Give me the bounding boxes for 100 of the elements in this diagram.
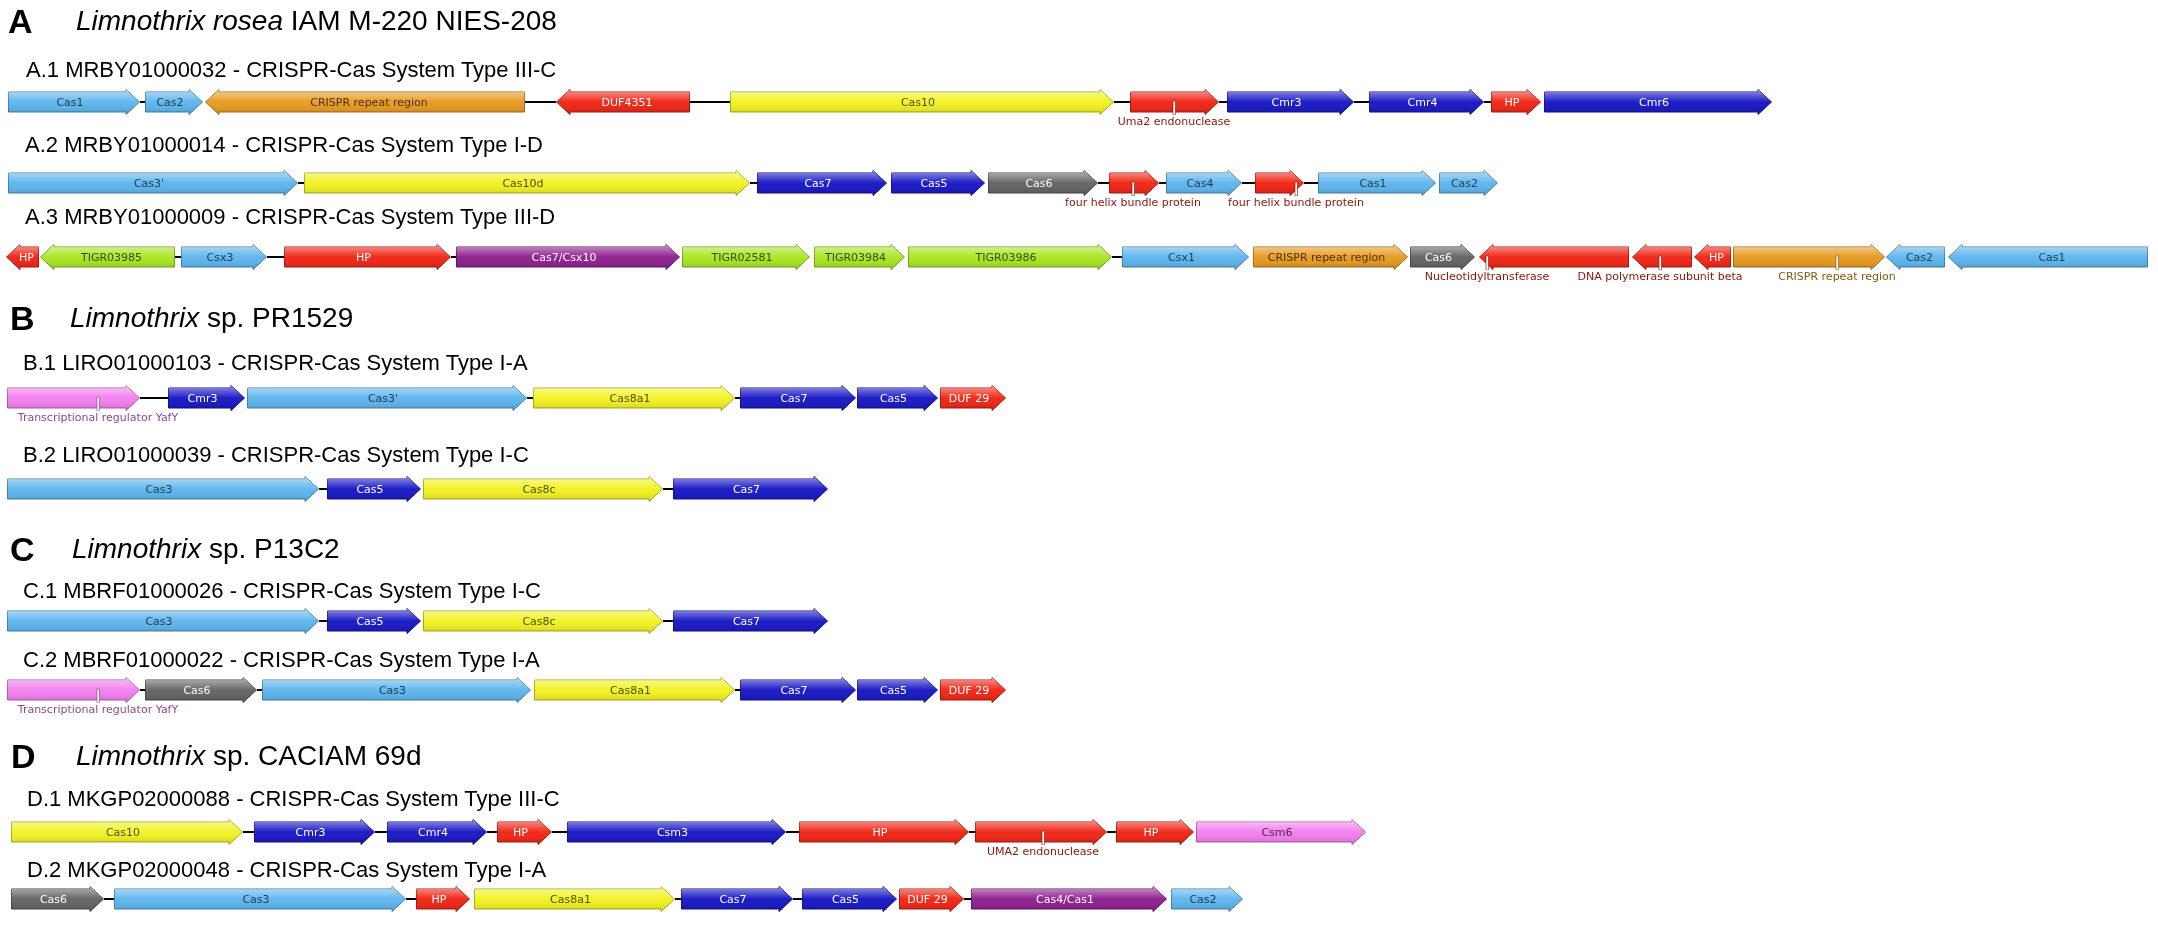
connector-line: [1113, 101, 1131, 103]
connector-line: [1303, 182, 1319, 184]
connector-line: [526, 397, 534, 399]
gene-feature: CRISPR repeat region: [1253, 244, 1408, 270]
connector-line: [103, 898, 115, 900]
gene-feature: HP: [284, 244, 451, 270]
gene-feature: [975, 819, 1107, 845]
gene-feature: [1109, 170, 1159, 196]
gene-annotation-label: four helix bundle protein: [1065, 196, 1201, 209]
gene-feature: HP: [6, 244, 39, 270]
connector-line: [297, 182, 305, 184]
gene-feature: Cas7: [673, 476, 828, 502]
gene-feature: Cmr4: [1369, 89, 1484, 115]
gene-feature: TIGR03985: [40, 244, 175, 270]
gene-feature: Cas7: [740, 385, 856, 411]
gene-feature: Cmr6: [1544, 89, 1772, 115]
connector-line: [318, 488, 328, 490]
panel-letter: D: [11, 737, 36, 775]
gene-feature: Cas2: [1886, 244, 1945, 270]
panel-letter: A: [8, 2, 33, 40]
gene-feature: [1632, 244, 1692, 270]
gene-feature: Cas10d: [304, 170, 750, 196]
gene-feature: DUF4351: [556, 89, 690, 115]
gene-feature: Cas7: [757, 170, 887, 196]
locus-title: A.1 MRBY01000032 - CRISPR-Cas System Type III-C: [26, 57, 557, 83]
connector-line: [551, 831, 568, 833]
gene-feature: HP: [1694, 244, 1731, 270]
gene-feature: Cas5: [802, 886, 897, 912]
gene-feature: DUF 29: [899, 886, 964, 912]
gene-feature: Csx1: [1122, 244, 1249, 270]
gene-feature: Cas10: [730, 89, 1114, 115]
gene-feature: Cas3': [247, 385, 527, 411]
gene-annotation-label: Uma2 endonuclease: [1117, 115, 1231, 128]
locus-title: A.2 MRBY01000014 - CRISPR-Cas System Type I-D: [25, 132, 543, 158]
gene-feature: HP: [799, 819, 969, 845]
gene-feature: TIGR03984: [814, 244, 905, 270]
connector-line: [1097, 182, 1110, 184]
connector-line: [674, 898, 682, 900]
connector-line: [405, 898, 417, 900]
gene-feature: [1255, 170, 1304, 196]
connector-line: [1218, 101, 1228, 103]
gene-feature: DUF 29: [940, 677, 1006, 703]
connector-line: [242, 831, 255, 833]
gene-feature: Cas8c: [423, 608, 663, 634]
gene-feature: TIGR03986: [908, 244, 1112, 270]
connector-line: [486, 831, 498, 833]
connector-line: [139, 101, 146, 103]
panel-letter: B: [10, 299, 35, 337]
gene-annotation-label: four helix bundle protein: [1228, 196, 1364, 209]
gene-feature: Cas7: [740, 677, 856, 703]
locus-title: B.1 LIRO01000103 - CRISPR-Cas System Type I-A: [23, 350, 528, 376]
gene-feature: [1479, 244, 1629, 270]
gene-feature: HP: [1491, 89, 1541, 115]
gene-feature: Cas3': [8, 170, 298, 196]
gene-feature: DUF 29: [940, 385, 1006, 411]
locus-title: C.1 MBRF01000026 - CRISPR-Cas System Type I-C: [23, 578, 541, 604]
gene-feature: Cmr3: [254, 819, 375, 845]
locus-title: D.1 MKGP02000088 - CRISPR-Cas System Type III-C: [27, 786, 560, 812]
gene-feature: Cas3: [262, 677, 531, 703]
locus-title: B.2 LIRO01000039 - CRISPR-Cas System Type I-C: [23, 442, 529, 468]
connector-line: [662, 620, 674, 622]
connector-line: [139, 689, 146, 691]
locus-title: C.2 MBRF01000022 - CRISPR-Cas System Type I-A: [23, 647, 540, 673]
species-heading: Limnothrix rosea IAM M-220 NIES-208: [76, 5, 557, 37]
gene-feature: Cas5: [891, 170, 985, 196]
gene-feature: TIGR02581: [682, 244, 810, 270]
species-heading: Limnothrix sp. PR1529: [70, 302, 354, 334]
gene-feature: HP: [416, 886, 470, 912]
panel-letter: C: [10, 530, 35, 568]
gene-annotation-label: UMA2 endonuclease: [986, 845, 1100, 858]
gene-feature: Cas8a1: [534, 677, 735, 703]
connector-line: [256, 689, 263, 691]
gene-feature: Cas1: [1318, 170, 1436, 196]
gene-annotation-label: CRISPR repeat region: [1778, 270, 1896, 283]
gene-feature: Cmr4: [387, 819, 487, 845]
gene-feature: Cas7: [681, 886, 793, 912]
gene-feature: Cmr3: [1227, 89, 1354, 115]
gene-feature: Cas4: [1166, 170, 1242, 196]
connector-line: [266, 256, 285, 258]
connector-line: [689, 101, 731, 103]
gene-feature: Cas2: [145, 89, 203, 115]
locus-title: D.2 MKGP02000048 - CRISPR-Cas System Type I-A: [27, 857, 547, 883]
gene-feature: Cas6: [1410, 244, 1475, 270]
gene-feature: Csx3: [181, 244, 267, 270]
gene-feature: Csm6: [1196, 819, 1366, 845]
gene-feature: Cas6: [988, 170, 1098, 196]
gene-annotation-label: Nucleotidyltransferase: [1424, 270, 1550, 283]
gene-feature: CRISPR repeat region: [205, 89, 525, 115]
connector-line: [749, 182, 758, 184]
gene-feature: Cas7: [673, 608, 828, 634]
gene-feature: Cmr3: [168, 385, 245, 411]
connector-line: [734, 397, 741, 399]
gene-feature: Cas7/Csx10: [456, 244, 680, 270]
connector-line: [1106, 831, 1117, 833]
gene-annotation-label: Transcriptional regulator YafY: [17, 703, 179, 716]
gene-annotation-label: DNA polymerase subunit beta: [1577, 270, 1743, 283]
species-heading: Limnothrix sp. P13C2: [72, 533, 340, 565]
connector-line: [662, 488, 674, 490]
gene-annotation-label: Transcriptional regulator YafY: [17, 411, 179, 424]
gene-feature: Cas6: [145, 677, 257, 703]
